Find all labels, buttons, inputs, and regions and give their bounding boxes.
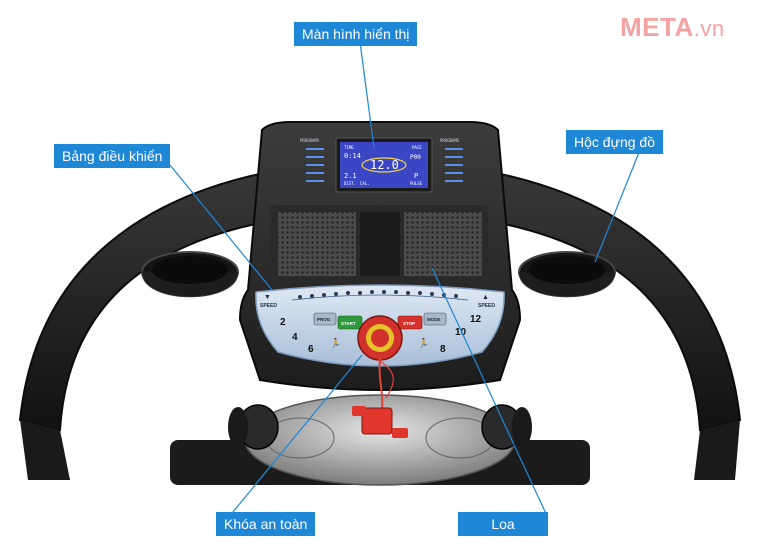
meta-logo: META.vn — [620, 12, 725, 42]
speed-key-10: 10 — [455, 327, 467, 338]
lcd-pace-label: PACE — [412, 145, 422, 150]
callout-control-panel: Bảng điều khiển — [54, 144, 171, 168]
safety-key — [352, 315, 408, 438]
lcd-p-value: P — [414, 172, 418, 180]
callout-lines — [169, 41, 641, 519]
lcd-time-value: 0:14 — [344, 152, 361, 160]
safety-clip — [361, 407, 393, 435]
programs-left-label: PROGRAMS — [300, 138, 320, 143]
speed-key-2: 2 — [280, 317, 286, 328]
speed-key-4: 4 — [292, 332, 298, 343]
speed-key-6: 6 — [308, 344, 314, 355]
runner-icon-right: 🏃 — [418, 337, 429, 348]
stop-key — [397, 315, 423, 330]
lcd-pace-value: P00 — [410, 154, 421, 161]
lcd-pulse-label: PULSE — [410, 181, 423, 186]
speed-up-label: SPEED — [478, 303, 495, 309]
speaker-grille-right — [404, 212, 482, 276]
speed-key-12: 12 — [470, 314, 482, 325]
svg-text:START: START — [341, 321, 356, 326]
programs-right-label: PROGRAMS — [440, 138, 460, 143]
speed-up-arrow: ▲ — [482, 294, 489, 301]
handrail — [18, 158, 742, 432]
speed-down-arrow: ▼ — [264, 294, 271, 301]
speaker-grille-left — [278, 212, 356, 276]
callout-storage: Hộc đựng đồ — [566, 130, 663, 154]
program-bars-left — [306, 148, 324, 182]
storage-cup-left — [141, 251, 239, 298]
svg-text:PROG: PROG — [317, 317, 331, 322]
lcd-main-value: 12.0 — [370, 158, 399, 172]
mode-key — [423, 312, 447, 326]
lcd-display: TIME PACE 0:14 12.0 P00 2.1 P DIST. CAL.… — [335, 137, 433, 193]
lcd-time-label: TIME — [344, 145, 354, 150]
svg-text:MODE: MODE — [427, 317, 441, 322]
prog-key — [313, 312, 337, 326]
start-key — [337, 315, 363, 330]
runner-icon-left: 🏃 — [330, 337, 341, 348]
svg-text:STOP: STOP — [403, 321, 415, 326]
speed-down-label: SPEED — [260, 303, 277, 309]
callout-speaker: Loa — [458, 512, 548, 536]
callout-display: Màn hình hiển thị — [294, 22, 418, 46]
callout-safety-key: Khóa an toàn — [216, 512, 316, 536]
lcd-dist-label: DIST. — [344, 181, 356, 186]
lcd-cal-label: CAL. — [360, 181, 370, 186]
program-bars-right — [445, 148, 463, 182]
speaker-area — [270, 205, 488, 283]
lcd-dist-value: 2.1 — [344, 172, 357, 180]
speed-key-8: 8 — [440, 344, 446, 355]
storage-cup-right — [518, 251, 616, 298]
